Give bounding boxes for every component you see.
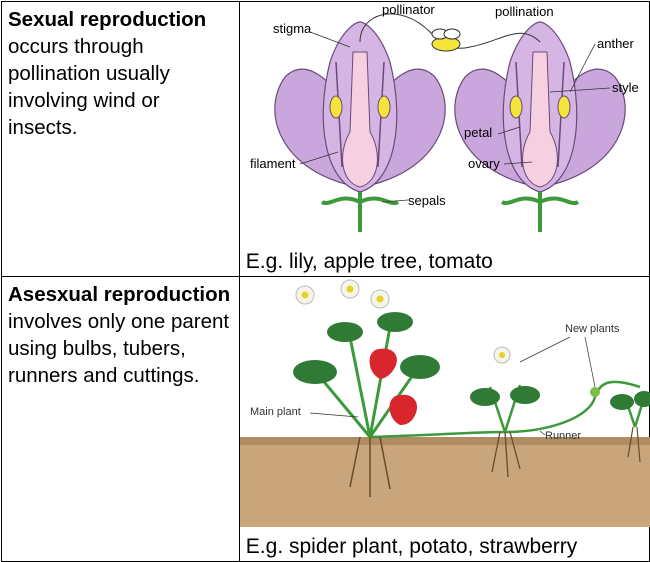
flower-icon <box>296 280 389 308</box>
label-sepals: sepals <box>408 193 446 208</box>
sexual-description: occurs through pollination usually invol… <box>8 35 170 139</box>
asexual-image-cell: New plants Main plant Runner E.g. spider… <box>239 277 649 562</box>
sexual-caption: E.g. lily, apple tree, tomato <box>246 250 493 274</box>
asexual-text-cell: Asesxual reproduction involves only one … <box>2 277 240 562</box>
label-pollination: pollination <box>495 4 554 19</box>
right-anther-2 <box>558 96 570 118</box>
label-new-plants: New plants <box>565 323 620 335</box>
label-main-plant: Main plant <box>250 406 301 418</box>
asexual-description: involves only one parent using bulbs, tu… <box>8 310 229 387</box>
label-anther: anther <box>597 36 635 51</box>
label-filament: filament <box>250 156 296 171</box>
table-row-sexual: Sexual reproduction occurs through polli… <box>2 2 650 277</box>
sexual-text-cell: Sexual reproduction occurs through polli… <box>2 2 240 277</box>
strawberry-1 <box>369 349 396 379</box>
left-anther-2 <box>378 96 390 118</box>
table-row-asexual: Asesxual reproduction involves only one … <box>2 277 650 562</box>
label-runner: Runner <box>545 430 581 442</box>
asexual-title: Asesxual reproduction <box>8 283 230 306</box>
label-pollinator: pollinator <box>382 2 435 17</box>
asexual-caption: E.g. spider plant, potato, strawberry <box>246 535 578 559</box>
bee-icon <box>432 29 460 51</box>
label-petal: petal <box>464 125 492 140</box>
strawberry-runner-diagram: New plants Main plant Runner <box>240 277 650 527</box>
soil <box>240 437 650 527</box>
sexual-image-cell: pollinator pollination stigma anther sty… <box>239 2 649 277</box>
label-ovary: ovary <box>468 156 500 171</box>
left-anther-1 <box>330 96 342 118</box>
sexual-title: Sexual reproduction <box>8 8 206 31</box>
right-anther-1 <box>510 96 522 118</box>
strawberry-2 <box>389 395 417 425</box>
label-stigma: stigma <box>273 21 312 36</box>
flower-pollination-diagram: pollinator pollination stigma anther sty… <box>240 2 650 242</box>
label-style: style <box>612 80 639 95</box>
